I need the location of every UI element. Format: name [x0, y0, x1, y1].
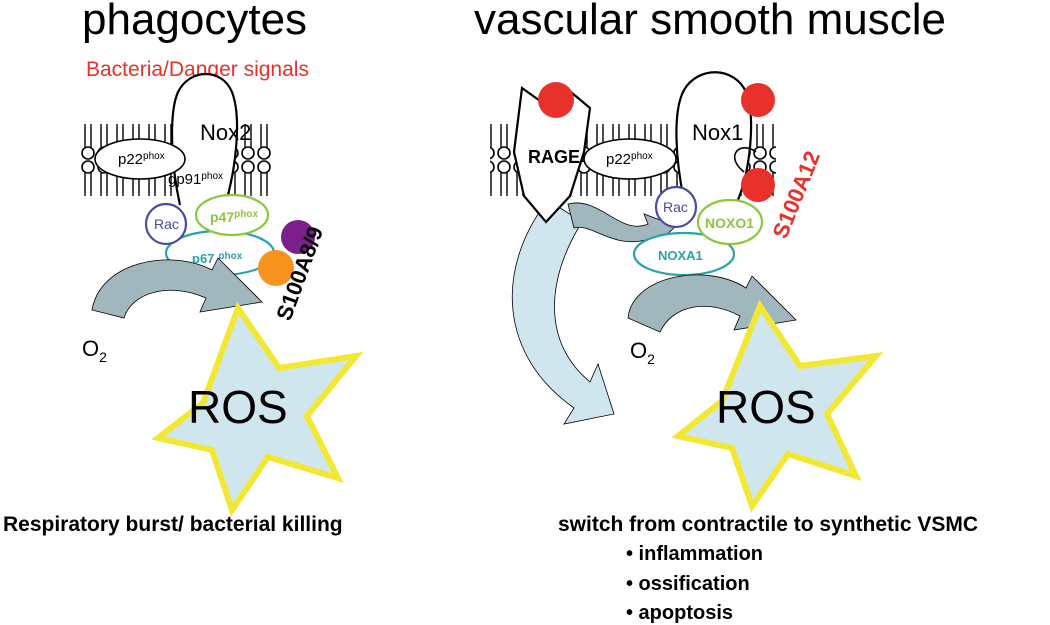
right-rac-label: Rac — [663, 199, 688, 215]
left-outcome-text: Respiratory burst/ bacterial killing — [3, 513, 343, 536]
noxa1-label: NOXA1 — [658, 248, 703, 263]
right-o2-label: O2 — [630, 338, 655, 367]
gp91phox-label: gp91phox — [168, 171, 223, 188]
rage-bound-s100a12 — [538, 82, 574, 118]
effect-ossification: • ossification — [626, 573, 750, 595]
effect-apoptosis: • apoptosis — [626, 602, 733, 624]
left-p22phox-label: p22phox — [118, 151, 165, 168]
nox1-label: Nox1 — [692, 120, 743, 145]
left-p22phox — [94, 138, 186, 180]
right-rac — [654, 185, 698, 229]
s100a12-label: S100A12 — [767, 147, 825, 241]
rage-downstream-arrow — [511, 199, 615, 425]
s100a12-binding-curl — [733, 147, 757, 173]
noxo1 — [696, 198, 764, 246]
s100a8-protein — [281, 220, 315, 254]
s100a12-extracellular-a — [741, 83, 775, 117]
right-p22phox — [583, 138, 677, 180]
p47phox — [194, 193, 270, 237]
right-outcome-text: switch from contractile to synthetic VSM… — [558, 513, 978, 536]
effect-inflammation: • inflammation — [626, 543, 763, 565]
nox2-enzyme — [171, 72, 239, 215]
left-o2-label: O2 — [82, 336, 107, 365]
left-o2-to-ros-arrow — [91, 257, 263, 319]
right-ros-label: ROS — [716, 381, 816, 433]
p47phox-label: p47phox — [210, 209, 258, 225]
left-rac-label: Rac — [154, 216, 179, 232]
s100a9-protein — [258, 250, 294, 286]
left-ros-label: ROS — [188, 381, 288, 433]
nox2-label: Nox2 — [200, 120, 251, 145]
left-title: phagocytes — [82, 0, 307, 44]
right-ros-star — [671, 299, 884, 513]
left-stimulus-label: Bacteria/Danger signals — [86, 58, 309, 81]
left-ros-star — [151, 301, 364, 517]
s100a12-intracellular — [741, 168, 775, 202]
nox1-enzyme — [675, 71, 753, 201]
right-title: vascular smooth muscle — [474, 0, 946, 44]
rage-label: RAGE — [528, 147, 580, 167]
noxo1-label: NOXO1 — [705, 215, 754, 231]
right-p22phox-label: p22phox — [606, 151, 653, 168]
left-rac — [144, 202, 188, 246]
noxa1 — [632, 231, 736, 277]
